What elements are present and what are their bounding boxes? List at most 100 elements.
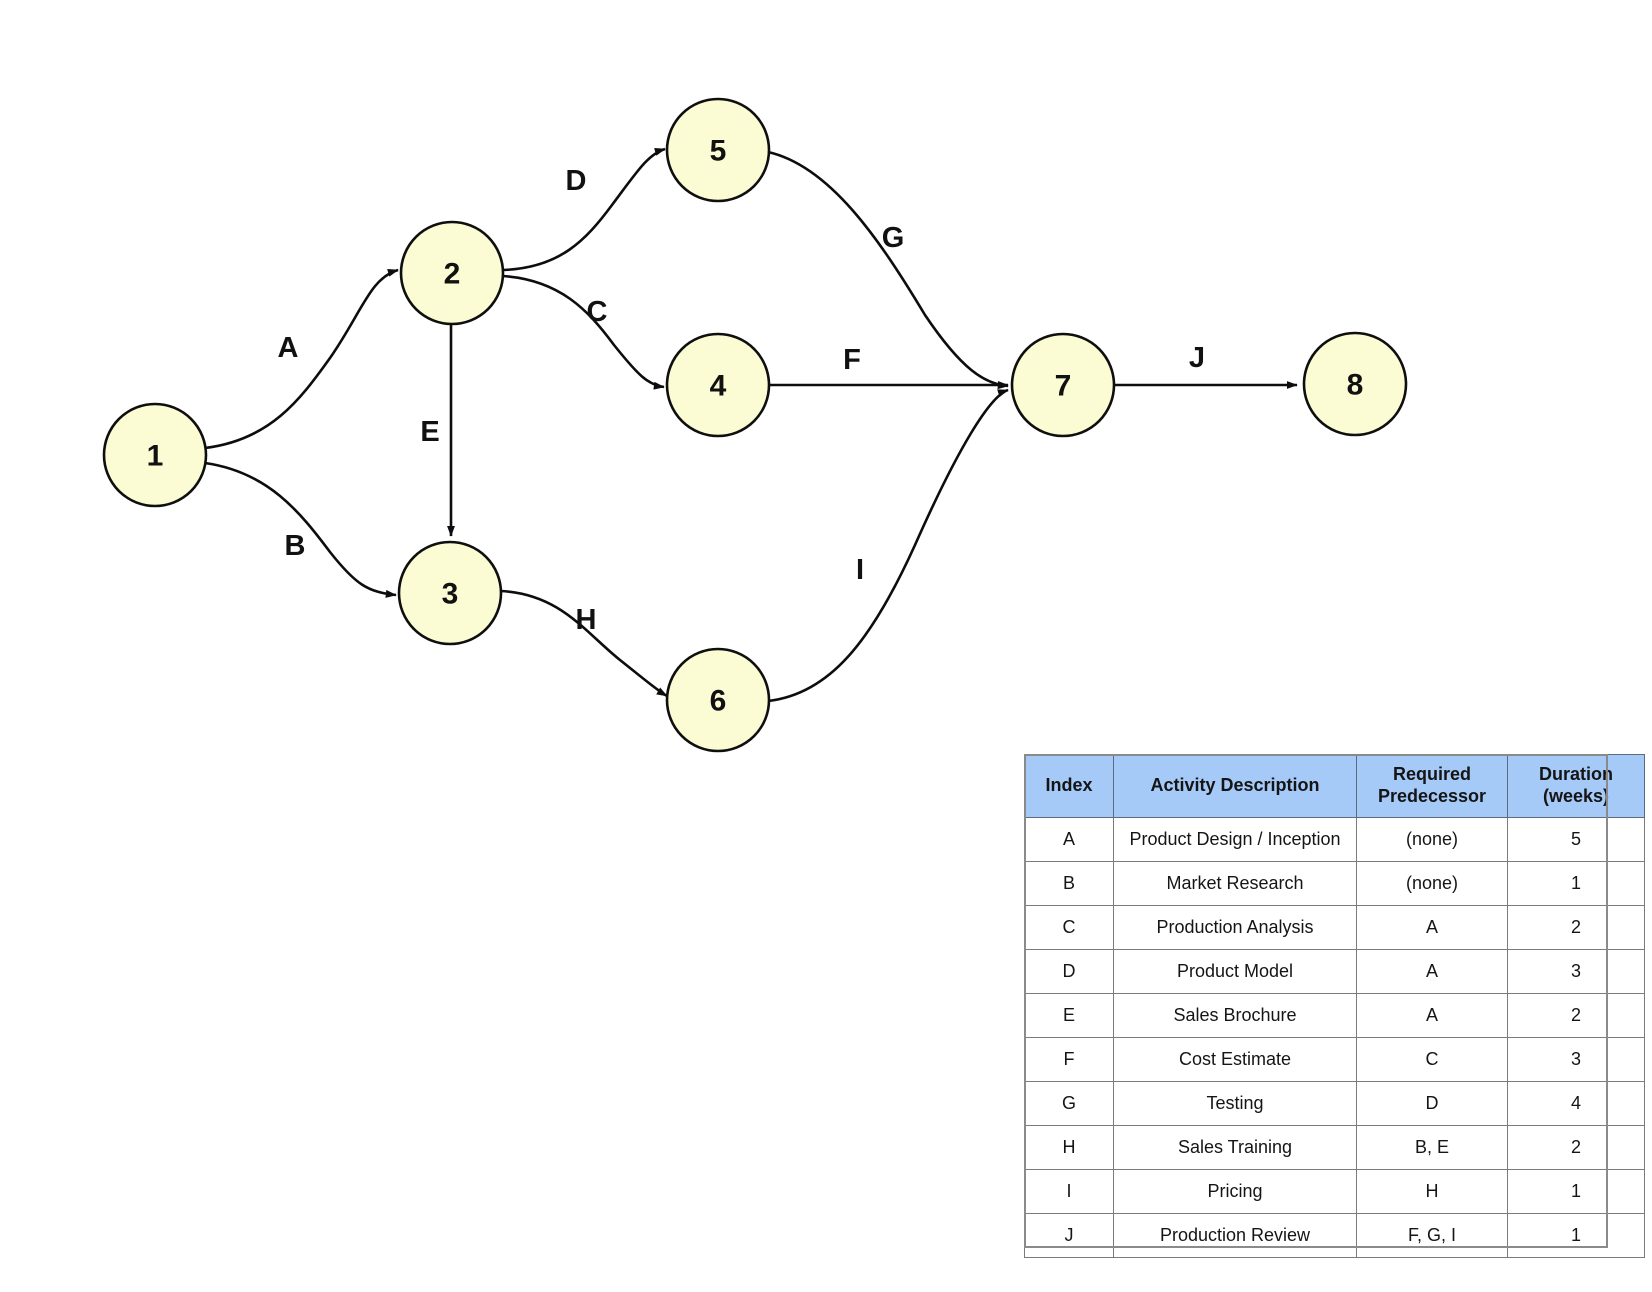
node-6[interactable]: 6	[665, 647, 771, 753]
cell-index: B	[1024, 860, 1114, 906]
cell-description: Cost Estimate	[1113, 1036, 1357, 1082]
node-8-circle[interactable]	[1302, 331, 1408, 437]
column-header-index-line1: Index	[1045, 774, 1093, 795]
cell-predecessor: (none)	[1356, 816, 1508, 862]
node-7-label: 7	[1055, 370, 1072, 403]
cell-duration: 3	[1507, 1036, 1645, 1082]
table-row: G Testing D 4	[1024, 1080, 1645, 1126]
column-header-index: Index	[1024, 754, 1114, 818]
cell-predecessor: (none)	[1356, 860, 1508, 906]
node-1[interactable]: 1	[102, 402, 208, 508]
cell-duration: 2	[1507, 904, 1645, 950]
nodes-group: 1 2 3 4 5 6 7	[102, 97, 1408, 753]
node-1-circle[interactable]	[102, 402, 208, 508]
table-row: J Production Review F, G, I 1	[1024, 1212, 1645, 1258]
cell-index: J	[1024, 1212, 1114, 1258]
edge-label-H: H	[576, 604, 597, 636]
column-header-duration: Duration (weeks)	[1507, 754, 1645, 818]
edge-B-path	[204, 461, 397, 598]
edge-label-E: E	[420, 416, 439, 448]
cell-description: Sales Brochure	[1113, 992, 1357, 1038]
node-5[interactable]: 5	[665, 97, 771, 203]
node-7-circle[interactable]	[1010, 332, 1116, 438]
column-header-predecessor: Required Predecessor	[1356, 754, 1508, 818]
cell-index: C	[1024, 904, 1114, 950]
node-5-label: 5	[710, 135, 727, 168]
cell-duration: 1	[1507, 1212, 1645, 1258]
cell-description: Product Model	[1113, 948, 1357, 994]
cell-description: Sales Training	[1113, 1124, 1357, 1170]
cell-duration: 2	[1507, 992, 1645, 1038]
node-4[interactable]: 4	[665, 332, 771, 438]
edge-label-C: C	[587, 296, 608, 328]
cell-duration: 5	[1507, 816, 1645, 862]
column-header-predecessor-line1: Required	[1392, 764, 1471, 784]
cell-predecessor: A	[1356, 992, 1508, 1038]
edge-C-path	[502, 274, 665, 390]
node-3[interactable]: 3	[397, 540, 503, 646]
column-header-description: Activity Description	[1113, 754, 1357, 818]
edge-label-F: F	[843, 344, 861, 376]
edge-label-J: J	[1189, 342, 1205, 374]
cell-index: D	[1024, 948, 1114, 994]
node-1-label: 1	[147, 440, 164, 473]
cell-duration: 1	[1507, 1168, 1645, 1214]
edge-H-path	[500, 589, 668, 698]
edge-label-A: A	[278, 332, 299, 364]
activity-table-body: A Product Design / Inception (none) 5 B …	[1024, 816, 1645, 1258]
cell-duration: 2	[1507, 1124, 1645, 1170]
cell-predecessor: D	[1356, 1080, 1508, 1126]
cell-predecessor: A	[1356, 948, 1508, 994]
cell-description: Testing	[1113, 1080, 1357, 1126]
edge-G-path	[767, 150, 1009, 390]
cell-index: A	[1024, 816, 1114, 862]
node-8[interactable]: 8	[1302, 331, 1408, 437]
edge-label-B: B	[285, 530, 306, 562]
activity-table: Index Activity Description Required Pred…	[1024, 754, 1645, 1258]
table-row: F Cost Estimate C 3	[1024, 1036, 1645, 1082]
edge-I-path	[767, 388, 1009, 703]
edges-group	[204, 147, 1298, 703]
cell-description: Production Analysis	[1113, 904, 1357, 950]
column-header-duration-line2: (weeks)	[1542, 785, 1610, 806]
node-5-circle[interactable]	[665, 97, 771, 203]
node-7[interactable]: 7	[1010, 332, 1116, 438]
cell-description: Production Review	[1113, 1212, 1357, 1258]
node-6-circle[interactable]	[665, 647, 771, 753]
edge-label-D: D	[566, 165, 587, 197]
activity-table-container: Index Activity Description Required Pred…	[1024, 754, 1645, 1258]
edge-A-path	[204, 268, 399, 450]
table-row: D Product Model A 3	[1024, 948, 1645, 994]
node-4-label: 4	[710, 370, 727, 403]
edge-labels-group: A B C D E F G H I J	[278, 165, 1206, 636]
cell-predecessor: H	[1356, 1168, 1508, 1214]
activity-table-head: Index Activity Description Required Pred…	[1024, 754, 1645, 818]
cell-duration: 1	[1507, 860, 1645, 906]
node-3-label: 3	[442, 578, 459, 611]
cell-description: Product Design / Inception	[1113, 816, 1357, 862]
node-6-label: 6	[710, 685, 727, 718]
node-4-circle[interactable]	[665, 332, 771, 438]
cell-description: Market Research	[1113, 860, 1357, 906]
cell-duration: 3	[1507, 948, 1645, 994]
column-header-predecessor-line2: Predecessor	[1377, 785, 1487, 806]
cell-predecessor: C	[1356, 1036, 1508, 1082]
cell-index: E	[1024, 992, 1114, 1038]
cell-index: G	[1024, 1080, 1114, 1126]
edge-label-I: I	[856, 554, 864, 586]
column-header-description-line1: Activity Description	[1150, 774, 1320, 795]
node-2-circle[interactable]	[399, 220, 505, 326]
edge-label-G: G	[882, 222, 905, 254]
table-row: I Pricing H 1	[1024, 1168, 1645, 1214]
cell-index: F	[1024, 1036, 1114, 1082]
column-header-duration-line1: Duration	[1539, 764, 1613, 784]
cell-predecessor: B, E	[1356, 1124, 1508, 1170]
node-3-circle[interactable]	[397, 540, 503, 646]
cell-predecessor: A	[1356, 904, 1508, 950]
cell-duration: 4	[1507, 1080, 1645, 1126]
cell-index: I	[1024, 1168, 1114, 1214]
edge-D-path	[502, 147, 666, 272]
node-2[interactable]: 2	[399, 220, 505, 326]
table-row: E Sales Brochure A 2	[1024, 992, 1645, 1038]
